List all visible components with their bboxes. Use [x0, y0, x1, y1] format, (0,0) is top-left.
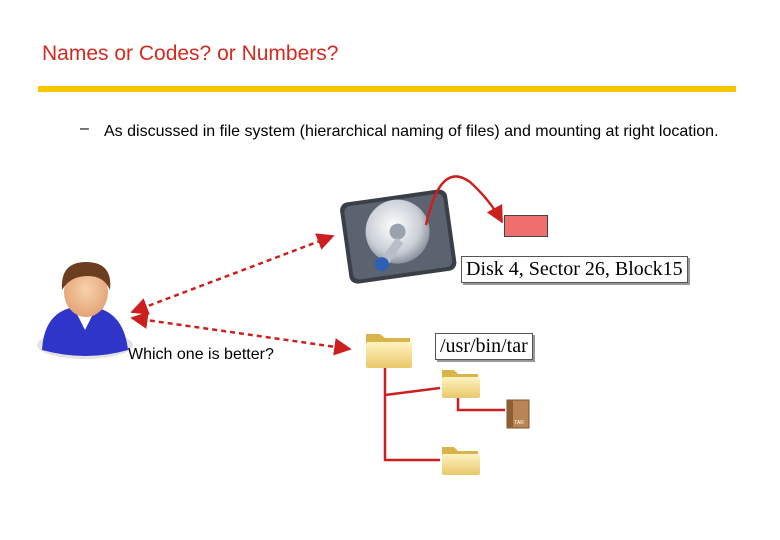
folder-icon: [366, 334, 412, 368]
tar-icon-text: TAR: [514, 420, 524, 426]
user-disk-arrow: [130, 233, 335, 315]
title-underline: [38, 86, 736, 92]
slide-title: Names or Codes? or Numbers?: [42, 42, 339, 65]
folder-icon: [442, 370, 480, 398]
tree-branch-middle: [384, 386, 441, 397]
disk-block-box: [504, 215, 548, 237]
tree-branch-file: [456, 398, 505, 412]
disk-location-label: Disk 4, Sector 26, Block15: [461, 256, 688, 283]
user-avatar-icon: [37, 262, 133, 359]
disk-to-block-arrow: [424, 175, 504, 226]
user-path-arrow: [130, 311, 352, 356]
question-text: Which one is better?: [128, 346, 274, 363]
tar-file-icon: TAR: [506, 399, 530, 429]
tree-branch-lower: [383, 365, 440, 462]
hard-disk-icon: [340, 189, 457, 284]
bullet-text: As discussed in file system (hierarchica…: [104, 123, 719, 140]
folder-icon: [442, 447, 480, 475]
bullet-dash: –: [80, 120, 89, 137]
file-path-label: /usr/bin/tar: [435, 333, 533, 360]
